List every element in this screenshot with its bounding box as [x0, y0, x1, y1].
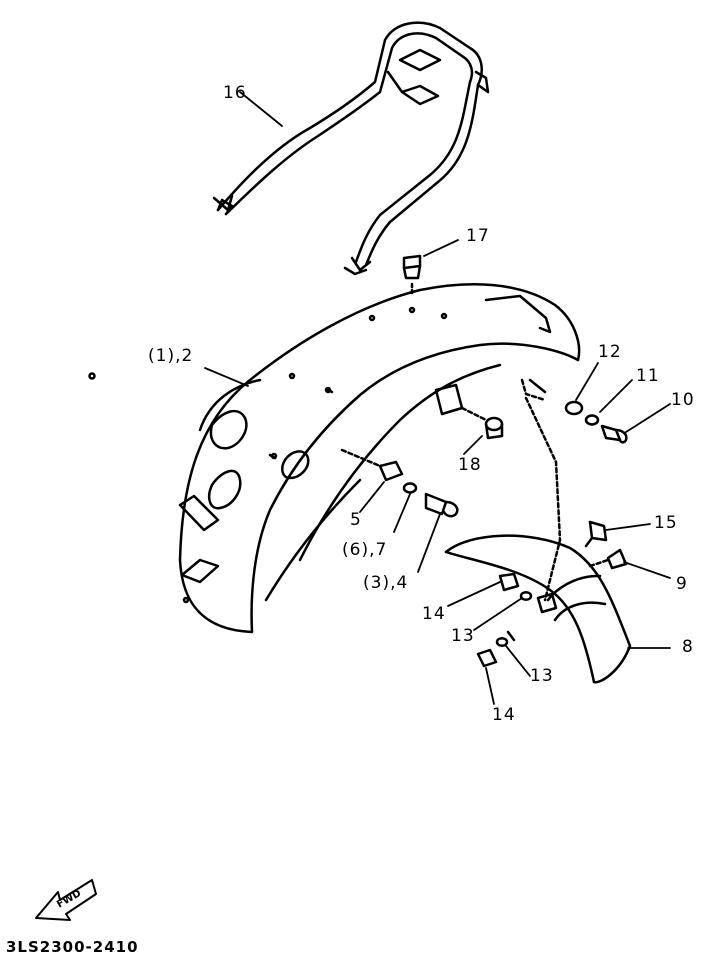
callout-12: 12	[598, 342, 622, 362]
callout-11: 11	[636, 366, 660, 386]
diagram-code: 3LS2300-2410	[6, 938, 139, 956]
callout-6-7: (6),7	[342, 540, 388, 560]
cap-part	[460, 406, 504, 440]
callout-1-2: (1),2	[148, 346, 194, 366]
callout-18: 18	[458, 455, 482, 475]
callout-8: 8	[682, 637, 694, 657]
leader-lines	[204, 91, 671, 705]
grab-bar-part	[212, 21, 490, 276]
callout-13b: 13	[530, 666, 554, 686]
callout-9: 9	[676, 574, 688, 594]
fwd-arrow-icon: FWD	[35, 879, 97, 921]
rear-fender-part	[88, 283, 581, 634]
washer-bolt-set	[520, 378, 628, 444]
callout-5: 5	[350, 510, 362, 530]
callout-10: 10	[671, 390, 695, 410]
callout-16: 16	[223, 83, 247, 103]
bolt-15-part	[584, 520, 608, 548]
grommet-part	[402, 254, 422, 298]
callout-14b: 14	[492, 705, 516, 725]
callout-3-4: (3),4	[363, 573, 409, 593]
mudguard-extension-part	[444, 396, 632, 684]
rivet-9-part	[588, 548, 628, 570]
collar-washer-bolt-set	[340, 448, 459, 518]
callout-14a: 14	[422, 604, 446, 624]
callout-13a: 13	[451, 626, 475, 646]
callout-17: 17	[466, 226, 490, 246]
callout-15: 15	[654, 513, 678, 533]
nut-washer-set	[476, 572, 533, 668]
